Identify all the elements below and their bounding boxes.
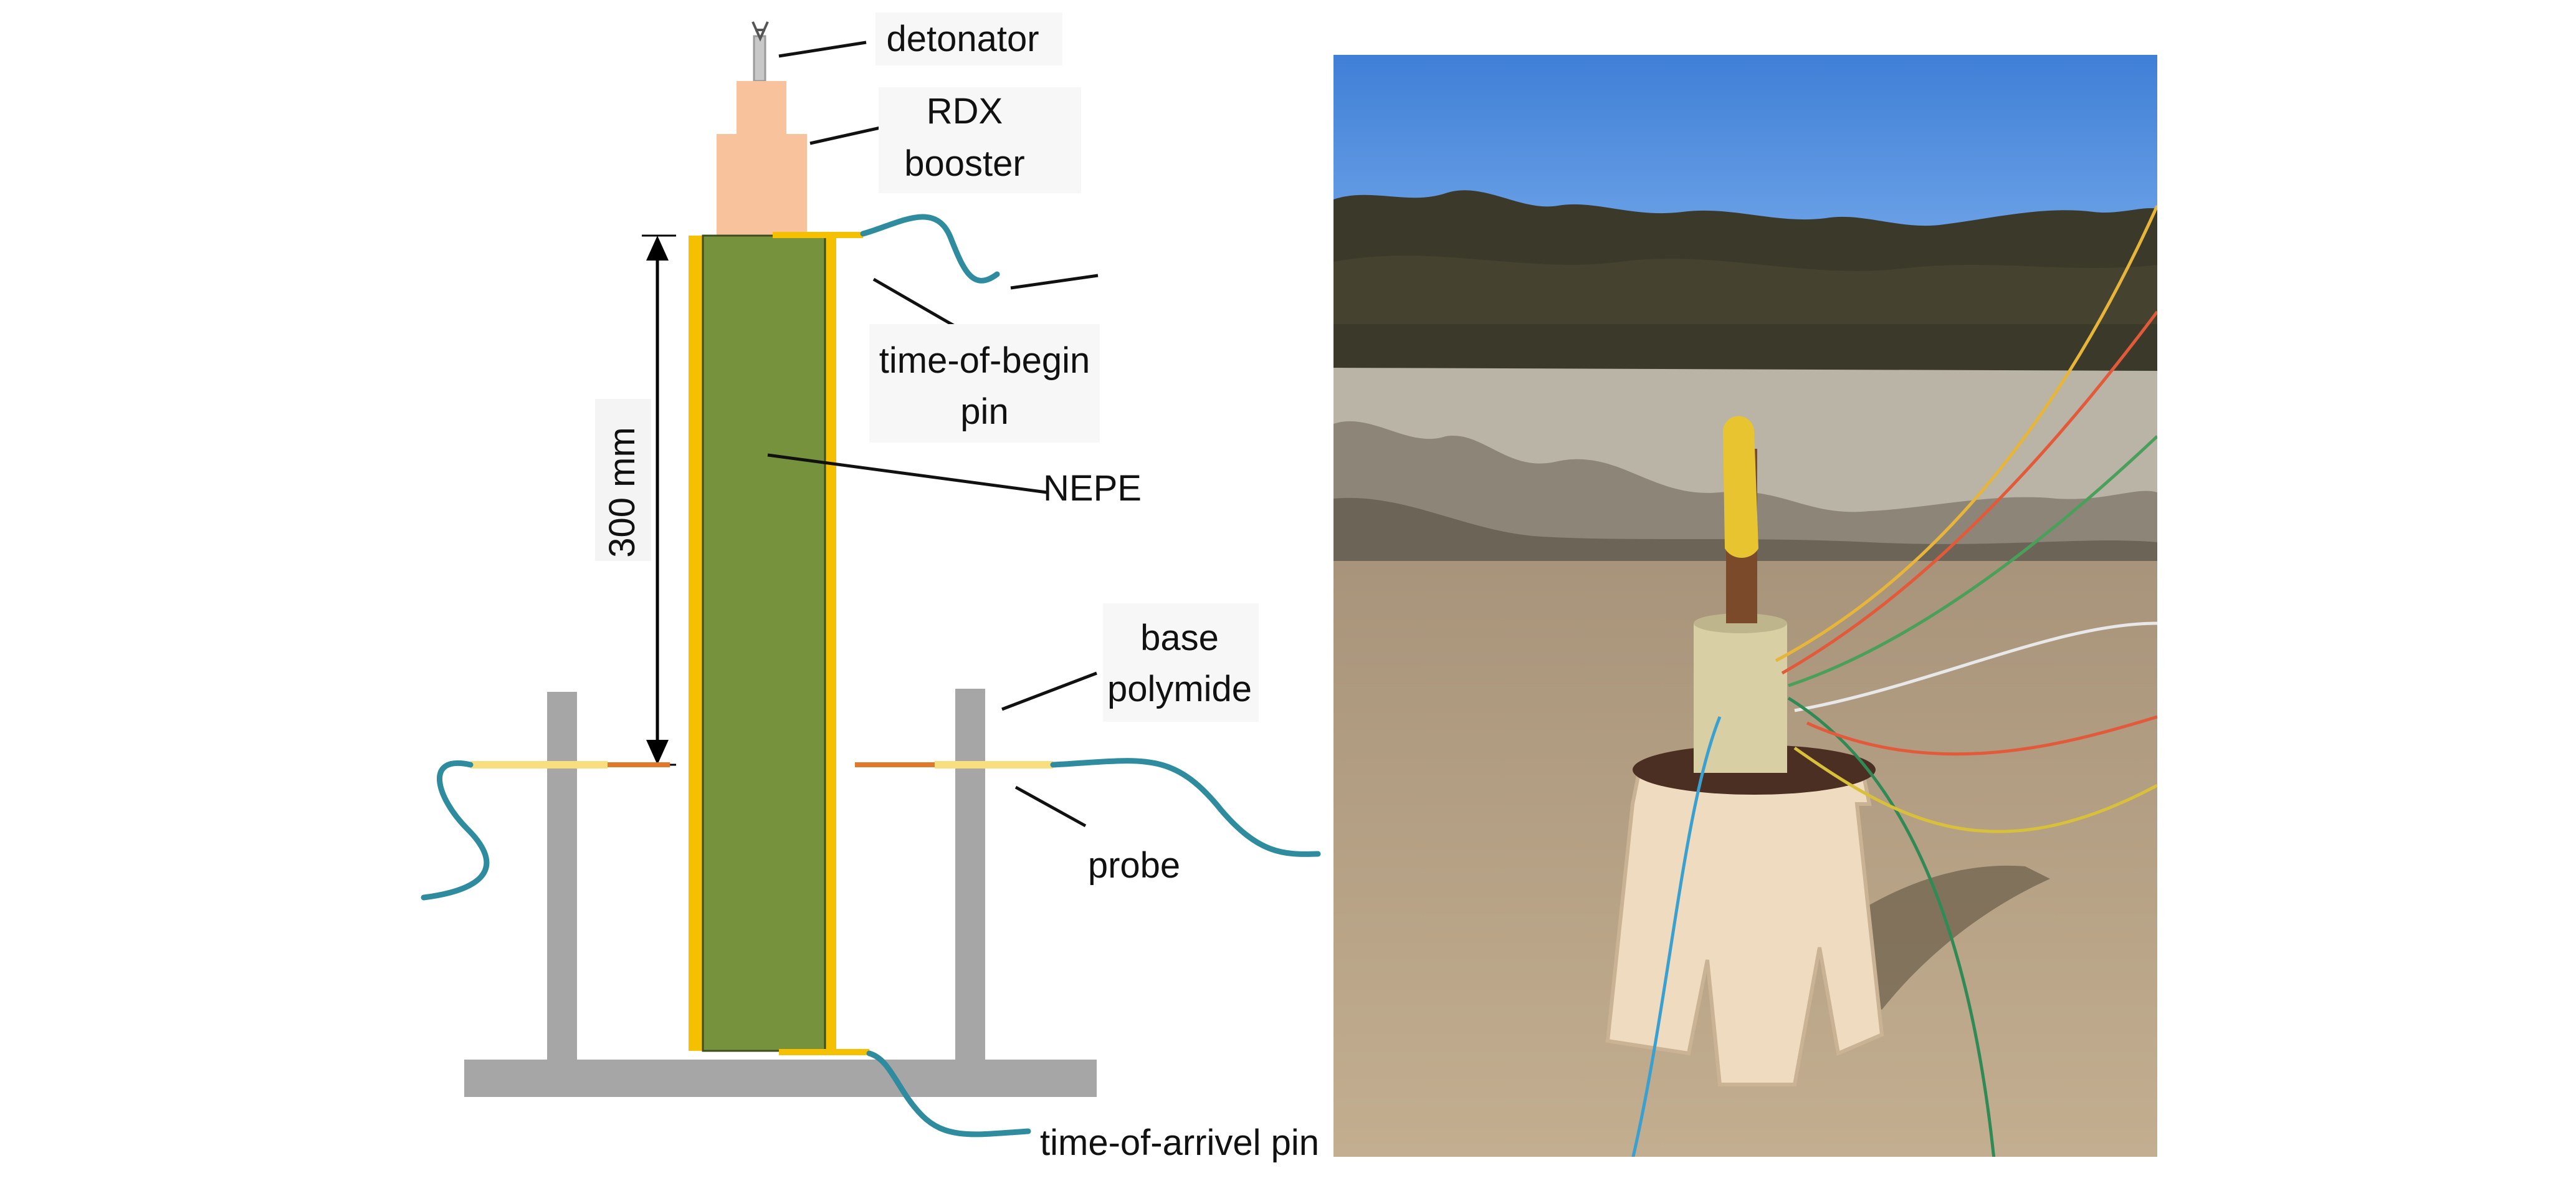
leader-time-of-begin-stray (1010, 274, 1099, 290)
rdx-booster-bottom (717, 134, 807, 235)
leader-nepe (767, 453, 1047, 494)
label-time-of-arrival: time-of-arrivel pin (1040, 1123, 1319, 1163)
label-bg-detonator (875, 12, 1062, 65)
stand-post-left (547, 692, 577, 1063)
stand-post-right (955, 689, 985, 1063)
label-base-line1: base (1140, 618, 1219, 658)
label-rdx-line1: RDX (927, 91, 1003, 132)
stand-base (464, 1060, 1097, 1097)
wire-time-of-begin (860, 214, 1000, 284)
label-base-line2: polymide (1107, 669, 1252, 709)
photo-tree-texture (1333, 256, 2157, 324)
photo-wires (1631, 204, 2157, 1157)
photo-yellow-wrap (1723, 416, 1758, 558)
photo-stool (1605, 771, 1884, 1086)
time-of-arrival-pin-sleeve (779, 1049, 869, 1055)
photo-quarry-shadow (1333, 497, 2157, 573)
label-bg-rdx (879, 87, 1081, 193)
label-probe: probe (1088, 845, 1180, 886)
label-detonator: detonator (886, 19, 1039, 59)
detonator-wire-icon (751, 21, 769, 42)
wire-time-of-arrival (866, 1050, 1031, 1137)
rdx-booster-top (737, 81, 786, 134)
wire-probe-right (1050, 758, 1321, 857)
label-bg-time-begin (869, 324, 1100, 443)
leader-probe (1014, 785, 1087, 828)
dimension-arrow-up-icon (646, 236, 669, 261)
dimension-label-bg (595, 399, 651, 561)
label-bg-base (1103, 603, 1259, 722)
label-time-of-begin-line1: time-of-begin (879, 340, 1090, 381)
wire-probe-left (421, 760, 490, 901)
dimension-label: 300 mm (602, 427, 642, 558)
label-nepe: NEPE (1043, 468, 1142, 509)
detonator-shape (753, 35, 766, 82)
nepe-charge (702, 234, 826, 1052)
photo-of-test-setup (1333, 55, 2157, 1157)
schematic-diagram: 300 mm detonator RDX booster time-of-beg… (421, 12, 1321, 1163)
label-rdx-line2: booster (904, 143, 1024, 184)
time-of-begin-pin-sleeve (773, 232, 863, 238)
case-right (824, 236, 836, 1051)
leader-base (1001, 671, 1097, 711)
dimension-arrow-down-icon (646, 740, 669, 765)
leader-detonator (778, 41, 867, 58)
label-time-of-begin-line2: pin (960, 391, 1008, 432)
